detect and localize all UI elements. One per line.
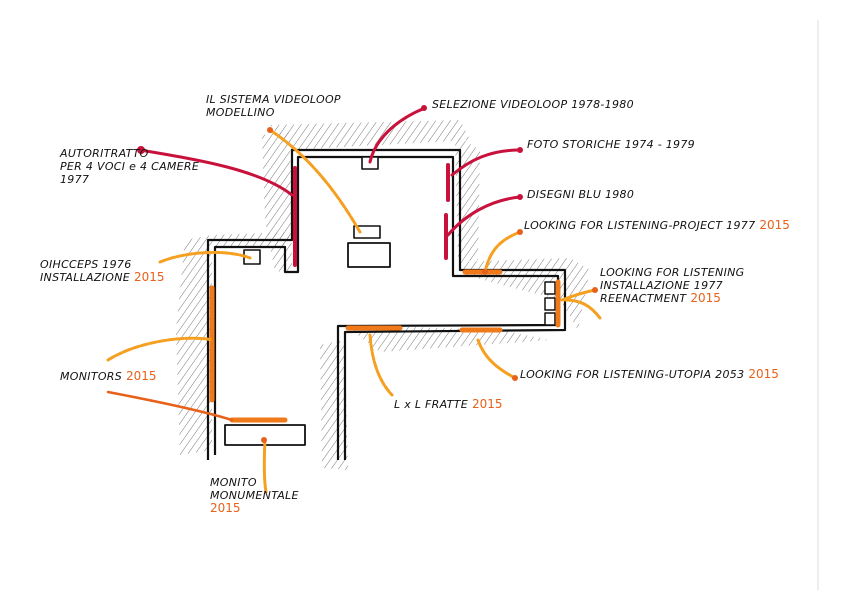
label-foto-storiche: FOTO STORICHE 1974 - 1979 (527, 138, 695, 151)
label-sistema-videoloop: IL SISTEMA VIDEOLOOP MODELLINO (206, 93, 341, 119)
label-autoritratto-line1: AUTORITRATTO (60, 147, 149, 160)
orange-leader-lines (106, 128, 602, 494)
label-looking-project-text: LOOKING FOR LISTENING-PROJECT 1977 (524, 219, 756, 232)
red-wall-segments (293, 163, 450, 267)
label-looking-installazione: LOOKING FOR LISTENING INSTALLAZIONE 1977… (600, 266, 745, 305)
year-looking-inst: 2015 (690, 291, 721, 305)
label-looking-utopia-text: LOOKING FOR LISTENING-UTOPIA 2053 (520, 368, 745, 381)
label-autoritratto: AUTORITRATTO PER 4 VOCI e 4 CAMERE 1977 (60, 147, 199, 186)
label-monito-line2: MONUMENTALE (210, 489, 299, 502)
year-looking-project: 2015 (759, 218, 790, 232)
year-looking-utopia: 2015 (748, 367, 779, 381)
label-sistema-line2: MODELLINO (206, 106, 275, 119)
label-oihcceps-line2: INSTALLAZIONE (40, 271, 130, 284)
year-monito: 2015 (210, 501, 241, 515)
label-oihcceps-line1: OIHCCEPS 1976 (40, 258, 132, 271)
year-lxl: 2015 (471, 397, 503, 411)
red-leader-lines (138, 106, 522, 237)
orange-leader-strokes (106, 390, 234, 422)
orange-leader-dots (261, 127, 598, 443)
year-oihcceps: 2015 (134, 270, 165, 284)
label-monitors-text: MONITORS (60, 370, 123, 383)
floor-plan-walls (206, 148, 567, 460)
label-disegni-blu: DISEGNI BLU 1980 (527, 188, 635, 201)
year-monitors: 2015 (126, 369, 157, 383)
label-monito-line1: MONITO (210, 476, 257, 489)
red-leader-dots (137, 105, 523, 200)
label-looking-inst-line2: INSTALLAZIONE 1977 (600, 279, 723, 292)
label-autoritratto-line3: 1977 (60, 173, 90, 186)
label-monito-monumentale: MONITO MONUMENTALE 2015 (210, 476, 299, 515)
label-looking-inst-line1: LOOKING FOR LISTENING (600, 266, 745, 279)
label-looking-inst-line3: REENACTMENT (600, 292, 687, 305)
label-sistema-line1: IL SISTEMA VIDEOLOOP (206, 93, 341, 106)
label-oihcceps: OIHCCEPS 1976 INSTALLAZIONE 2015 (40, 258, 165, 284)
label-autoritratto-line2: PER 4 VOCI e 4 CAMERE (60, 160, 200, 173)
label-selezione-videoloop: SELEZIONE VIDEOLOOP 1978-1980 (432, 98, 634, 111)
label-lxl-text: L x L FRATTE (394, 398, 468, 411)
